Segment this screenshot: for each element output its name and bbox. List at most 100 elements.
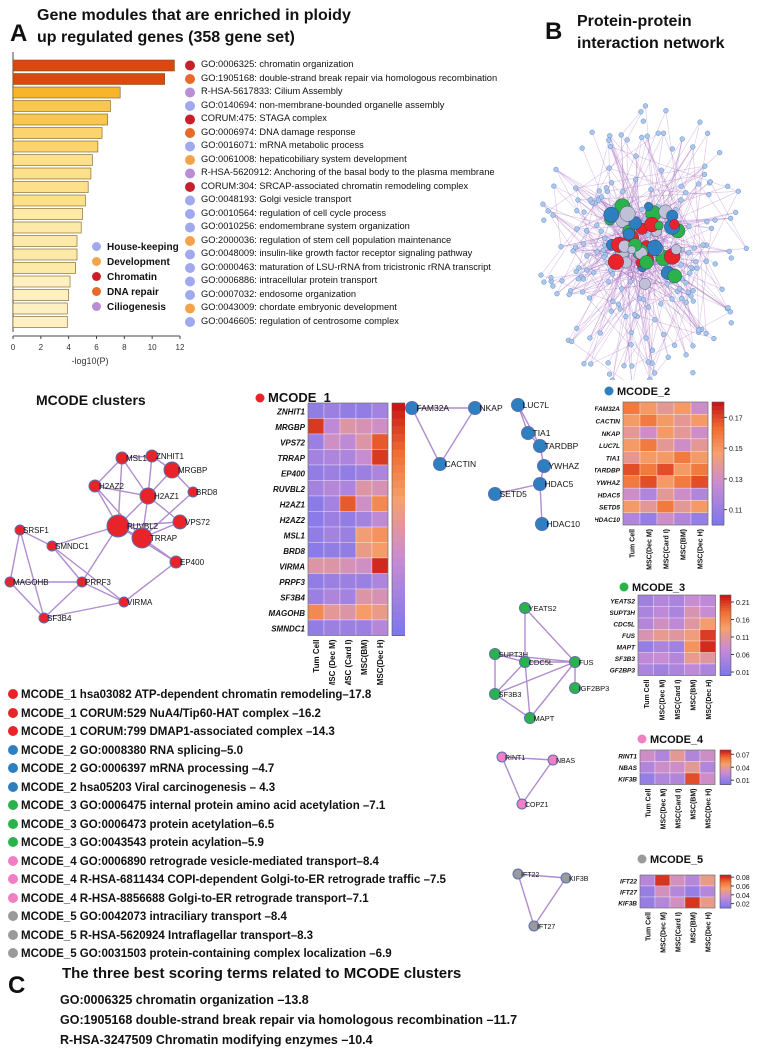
network-edge [439,407,476,465]
heatmap-col-label: MSC(BM) [690,680,697,711]
network-edge [529,661,576,719]
heatmap-cell [622,500,641,513]
heatmap-cell [690,426,709,440]
heatmap-row-label: SF3B3 [615,656,636,663]
heatmap-cell [339,464,357,481]
heatmap-cell [684,629,701,642]
ppi-node [704,219,710,225]
ppi-node [735,188,741,194]
ppi-node [705,130,711,136]
ppi-node [703,330,709,337]
ppi-node [707,179,713,185]
heatmap-cell [668,617,685,630]
heatmap-cell [656,487,675,501]
network-node-label: SETD5 [500,489,528,499]
heatmap-col-label: Tum Cell [630,529,637,558]
heatmap-cell [699,772,716,785]
go-term-label: GO:0046605: regulation of centrosome com… [201,315,399,326]
heatmap-cell [690,475,709,489]
heatmap-cell [699,594,716,607]
heatmap-cell [690,487,709,501]
ppi-node [652,370,658,376]
network-edge [494,483,541,495]
heatmap-cell [307,526,325,543]
heatmap-cell [684,617,701,630]
network-node-ep400 [169,555,183,569]
heatmap-cell [684,749,701,762]
ppi-hub-node [644,201,654,211]
ppi-node [696,181,702,187]
ppi-node [703,258,709,264]
network-edge [19,529,53,547]
network-node-label: YWHAZ [549,461,580,471]
network-node-tia1 [521,426,535,440]
legend-swatch [92,272,101,281]
ppi-node [581,209,587,215]
heatmap-cell [673,463,692,476]
legend-item: Development [92,257,170,268]
panel-b-title-line1: Protein-protein [577,13,692,30]
network-edge [81,581,125,603]
ppi-node [658,301,664,307]
network-node-label: KIF3B [569,876,589,883]
ppi-node [701,171,708,178]
ppi-node [599,194,605,200]
ppi-node [639,134,645,141]
ppi-node [618,132,624,138]
heatmap-cell [669,896,686,909]
heatmap-row-label: HDAC10 [595,517,620,524]
ppi-node [669,296,675,302]
ppi-hub-node [670,244,682,255]
heatmap-cell [639,451,658,464]
heatmap-cell [684,594,701,607]
heatmap-col-label: MSC(BM) [691,789,698,820]
heatmap-cell [673,512,692,526]
ppi-node [574,208,580,214]
network-node-cactin [433,457,447,471]
ppi-node [700,242,706,248]
heatmap-cell [307,495,325,512]
heatmap-title: MCODE_5 [650,854,703,866]
heatmap-cell [323,464,341,481]
ppi-node [694,265,700,271]
ppi-node [688,293,694,299]
heatmap-col-label: MSC(Dec M) [647,529,654,570]
heatmap-cell [690,463,709,476]
network-node-ift22 [512,868,524,880]
heatmap-row-label: YEATS2 [610,599,635,606]
heatmap-row-label: RUVBL2 [273,485,306,494]
ppi-node [676,286,683,292]
heatmap-cell [673,475,692,489]
network-node-supt3h [489,648,501,660]
network-node-label: VPS72 [185,518,210,527]
network-edge [521,759,554,805]
ppi-node [690,370,696,376]
heatmap-cell [622,463,641,476]
ppi-node [617,306,623,312]
ppi-node [575,276,581,282]
enrichment-term-row: MCODE_4 GO:0006890 retrograde vesicle-me… [8,855,379,868]
ppi-node [688,264,694,270]
cluster-dot [8,892,18,903]
network-edge [517,404,541,447]
heatmap-cell [339,449,357,466]
network-node-sf3b4 [38,612,50,624]
ppi-node [548,275,554,281]
network-edge [43,581,83,619]
category-dot-5 [185,128,195,138]
ppi-node [575,197,581,203]
heatmap-cell [668,663,685,676]
ppi-node [628,329,634,336]
heatmap-cell [654,772,671,785]
heatmap-cell [355,604,373,621]
heatmap-cell [323,542,341,559]
go-term-label: GO:0010564: regulation of cell cycle pro… [201,207,387,218]
ppi-node [584,267,590,273]
heatmap-row-label: MRGBP [275,423,305,432]
heatmap-cell [699,749,716,762]
heatmap-cell [323,480,341,497]
heatmap-cell [371,511,389,528]
heatmap-cell [355,573,373,590]
colorbar-tick: 0.08 [736,875,750,882]
